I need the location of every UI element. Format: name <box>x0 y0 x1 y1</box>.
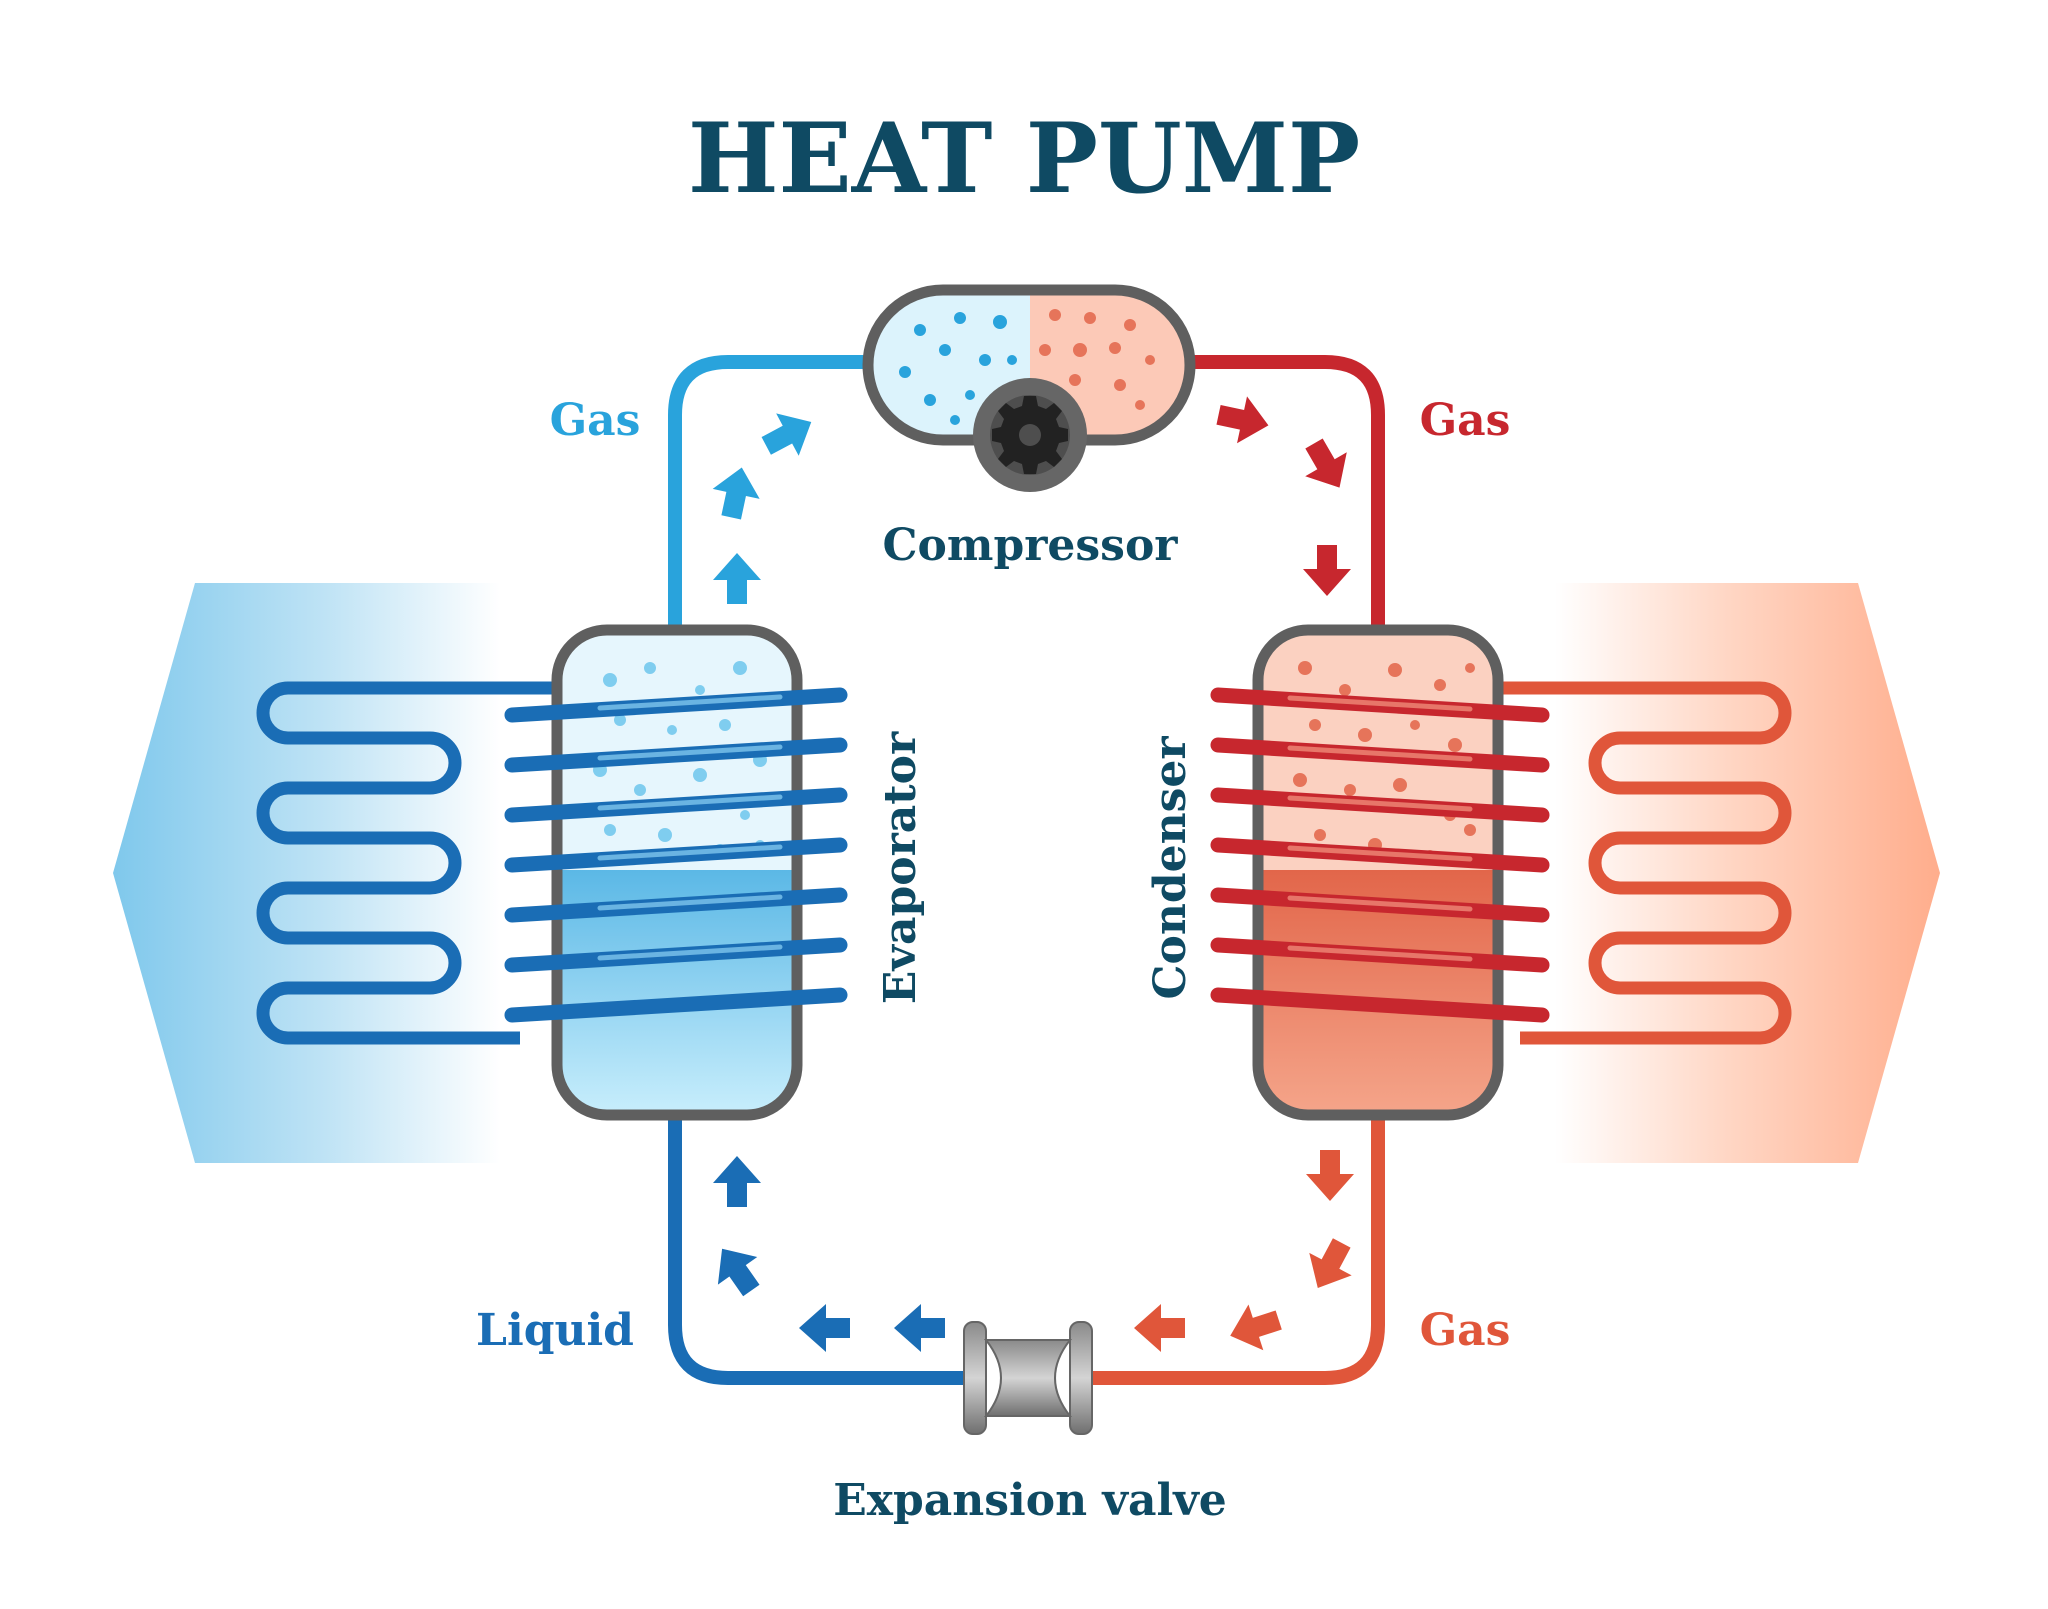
flow-arrows-left <box>712 413 945 1352</box>
pipe-condenser-to-valve <box>1083 1111 1385 1385</box>
arrow-down-icon <box>1303 545 1351 596</box>
label-compressor: Compressor <box>883 520 1179 571</box>
hot-side-panel <box>1555 583 1940 1163</box>
arrow-left-icon <box>894 1304 945 1352</box>
compressor-cold-particles <box>899 312 1017 425</box>
condenser-gas-bubbles <box>1293 661 1476 860</box>
label-evaporator: Evaporator <box>875 731 926 1004</box>
label-gas-top-right: Gas <box>1420 395 1511 446</box>
evaporator-coil-highlights <box>597 694 783 961</box>
evaporator-outdoor-coil <box>256 681 552 1045</box>
condenser-coil-highlights <box>1287 695 1473 962</box>
label-gas-bottom-right: Gas <box>1420 1305 1511 1356</box>
flow-arrows-right <box>1134 396 1354 1352</box>
arrow-down-icon <box>1309 1238 1352 1288</box>
pipe-valve-to-evaporator <box>668 1111 972 1385</box>
arrow-up-icon <box>717 1248 760 1297</box>
cold-side-panel <box>113 583 500 1163</box>
arrow-down-icon <box>1305 438 1347 488</box>
page-title: HEAT PUMP <box>688 102 1360 215</box>
label-condenser: Condenser <box>1145 736 1196 1000</box>
expansion-valve <box>963 1321 1093 1435</box>
label-liquid: Liquid <box>476 1305 634 1356</box>
arrow-right-icon <box>1216 396 1269 444</box>
arrow-up-icon <box>713 553 761 604</box>
compressor <box>862 284 1196 492</box>
label-gas-top-left: Gas <box>550 395 641 446</box>
compressor-hot-particles <box>1039 309 1155 410</box>
arrow-left-icon <box>799 1304 850 1352</box>
arrow-up-icon <box>712 467 760 520</box>
arrow-left-icon <box>1134 1304 1185 1352</box>
pipe-evaporator-to-compressor <box>668 355 889 632</box>
arrow-left-icon <box>1230 1304 1282 1351</box>
refrigerant-loop <box>668 355 1385 1385</box>
arrow-right-icon <box>761 413 812 456</box>
arrow-down-icon <box>1306 1150 1354 1201</box>
pipe-compressor-to-condenser <box>1163 355 1385 632</box>
condenser-indoor-coil <box>1500 681 1792 1045</box>
arrow-up-icon <box>713 1156 761 1207</box>
label-expansion-valve: Expansion valve <box>833 1475 1227 1526</box>
